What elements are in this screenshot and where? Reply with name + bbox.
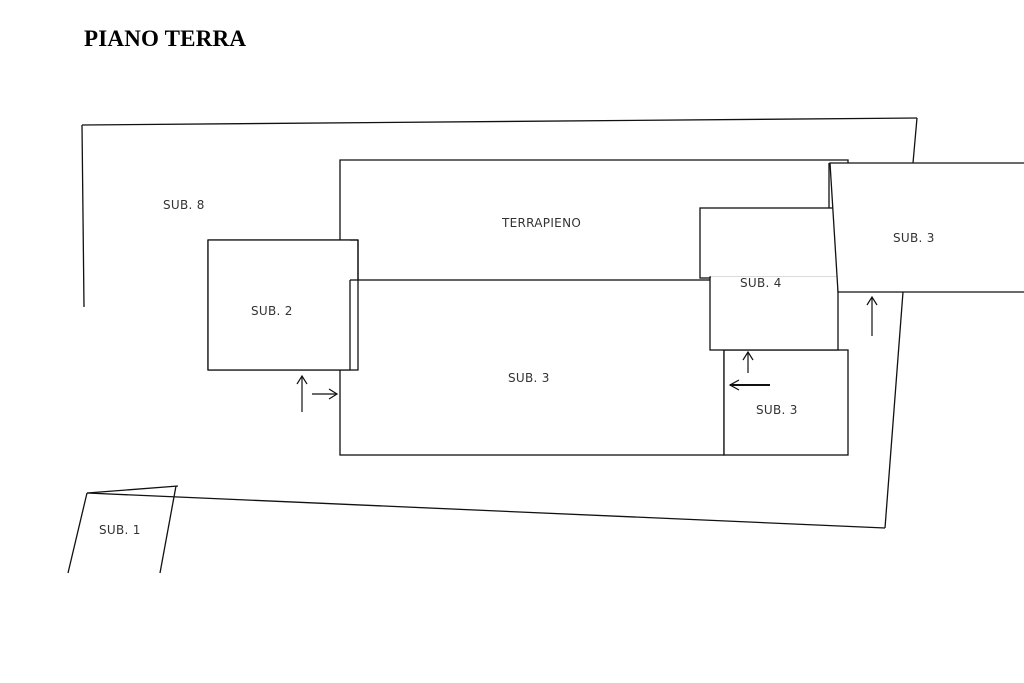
sub1-top-edge [86, 485, 179, 494]
sub1-parcel [67, 485, 179, 574]
lot-right-edge-upper [912, 117, 918, 164]
arrow-sub4-up [742, 350, 754, 373]
page-title: PIANO TERRA [84, 26, 247, 51]
lot-left-edge [81, 124, 85, 308]
arrow-sub3-right-up [866, 295, 878, 336]
lot-bottom-edge [86, 492, 886, 529]
sub1-left-edge [67, 492, 88, 574]
label-terrapieno: TERRAPIENO [501, 216, 581, 230]
label-sub8: SUB. 8 [163, 198, 205, 212]
label-sub3-right: SUB. 3 [893, 231, 935, 245]
sub3-main-room [339, 279, 725, 456]
label-sub4: SUB. 4 [740, 276, 782, 290]
sub3-small-room [723, 349, 849, 456]
label-sub3-small: SUB. 3 [756, 403, 798, 417]
sub4-room-lower [709, 276, 839, 351]
arrow-sub3-left [728, 379, 770, 391]
sub2-room-inset [208, 240, 350, 370]
label-sub2: SUB. 2 [251, 304, 293, 318]
sub1-right-edge [159, 485, 177, 574]
sub3-right-box [829, 162, 1024, 293]
lot-top-edge [81, 117, 918, 126]
label-sub1: SUB. 1 [99, 523, 141, 537]
lot-boundary [81, 117, 918, 529]
arrow-sub2-right [312, 388, 339, 400]
arrow-sub2-up [296, 374, 308, 412]
label-sub3-main: SUB. 3 [508, 371, 550, 385]
sub4-room [699, 207, 839, 279]
lot-right-edge-lower [884, 291, 904, 529]
